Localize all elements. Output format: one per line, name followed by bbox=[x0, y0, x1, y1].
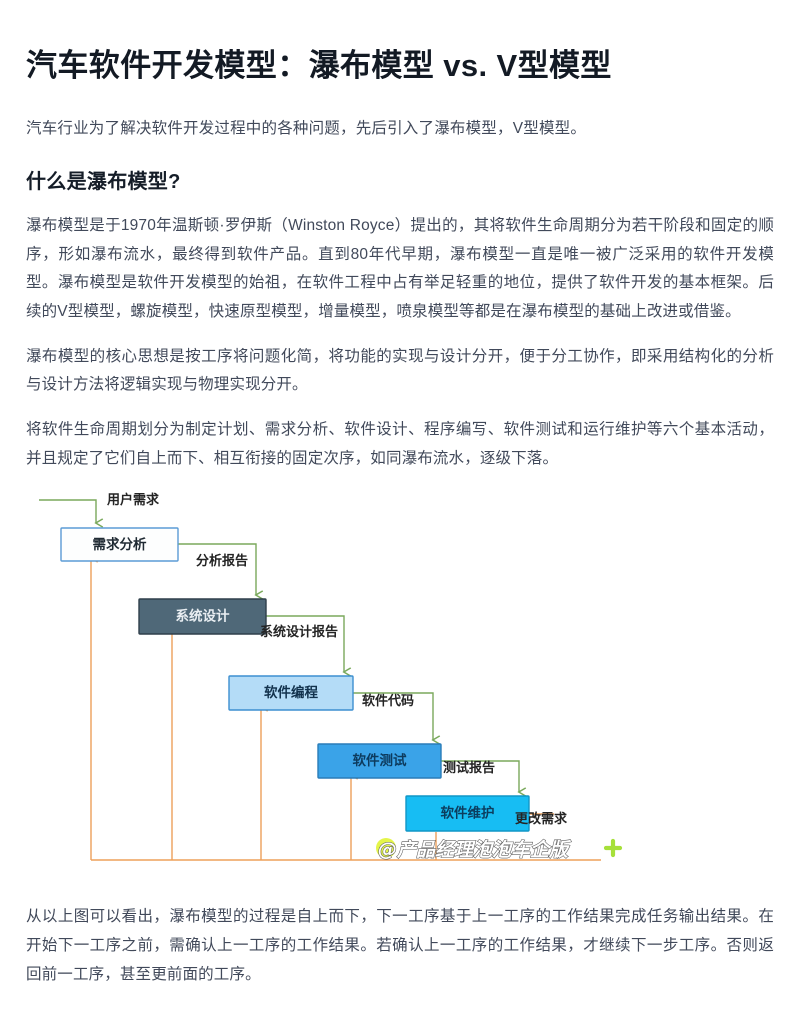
box-shape-software-maintenance[interactable] bbox=[405, 795, 530, 833]
closing-paragraph: 从以上图可以看出，瀑布模型的过程是自上而下，下一工序基于上一工序的工作结果完成任… bbox=[26, 908, 774, 983]
box-label-software-programming: 软件编程 bbox=[264, 684, 318, 701]
section-heading: 什么是瀑布模型? bbox=[26, 171, 181, 194]
body-paragraph-3: 将软件生命周期划分为制定计划、需求分析、软件设计、程序编写、软件测试和运行维护等… bbox=[26, 421, 774, 467]
box-shape-requirements-analysis[interactable] bbox=[60, 527, 179, 563]
article-lede: 汽车行业为了解决软件开发过程中的各种问题，先后引入了瀑布模型，V型模型。 bbox=[26, 119, 587, 137]
box-label-system-design: 系统设计 bbox=[176, 608, 230, 625]
waterfall-model-figure: 需求分析 系统设计 软件编程 软件测试 软件维护 用户需求 分析报告 系统 bbox=[26, 487, 774, 887]
body-paragraph-2: 瀑布模型的核心思想是按工序将问题化简，将功能的实现与设计分开，便于分工协作，即采… bbox=[26, 347, 774, 394]
box-shape-software-testing[interactable] bbox=[317, 743, 442, 780]
watermark: @产品经理泡泡车企版 bbox=[376, 838, 623, 862]
watermark-badge-icon bbox=[376, 838, 396, 859]
flow-user-requirements bbox=[39, 499, 96, 523]
edge-label-change-requirements: 更改需求 bbox=[515, 811, 568, 827]
flow-analysis-report bbox=[178, 543, 256, 595]
box-shape-software-programming[interactable] bbox=[228, 675, 354, 712]
plus-icon bbox=[603, 839, 623, 858]
flow-software-code bbox=[353, 692, 433, 740]
edge-label-system-design-report: 系统设计报告 bbox=[260, 624, 338, 640]
body-paragraph-1: 瀑布模型是于1970年温斯顿·罗伊斯（Winston Royce）提出的，其将软… bbox=[26, 217, 774, 321]
flow-test-report bbox=[441, 760, 519, 792]
process-box-software-testing[interactable]: 软件测试 bbox=[317, 743, 442, 780]
edge-label-software-code: 软件代码 bbox=[362, 693, 414, 709]
page-title: 汽车软件开发模型：瀑布模型 vs. V型模型 bbox=[26, 48, 612, 83]
edge-label-user-requirements: 用户需求 bbox=[106, 492, 160, 508]
watermark-text: @产品经理泡泡车企版 bbox=[378, 839, 572, 861]
process-box-requirements-analysis[interactable]: 需求分析 bbox=[60, 527, 179, 563]
box-shape-system-design[interactable] bbox=[138, 598, 267, 636]
process-box-software-programming[interactable]: 软件编程 bbox=[228, 675, 354, 712]
box-label-requirements-analysis: 需求分析 bbox=[93, 536, 147, 553]
flow-arrow-group bbox=[39, 499, 519, 792]
box-label-software-testing: 软件测试 bbox=[353, 752, 407, 769]
process-box-system-design[interactable]: 系统设计 bbox=[138, 598, 267, 636]
edge-label-test-report: 测试报告 bbox=[443, 760, 495, 776]
edge-label-analysis-report: 分析报告 bbox=[196, 553, 248, 569]
box-label-software-maintenance: 软件维护 bbox=[441, 805, 495, 822]
flow-system-design-report bbox=[266, 615, 344, 672]
process-box-software-maintenance[interactable]: 软件维护 bbox=[405, 795, 530, 833]
